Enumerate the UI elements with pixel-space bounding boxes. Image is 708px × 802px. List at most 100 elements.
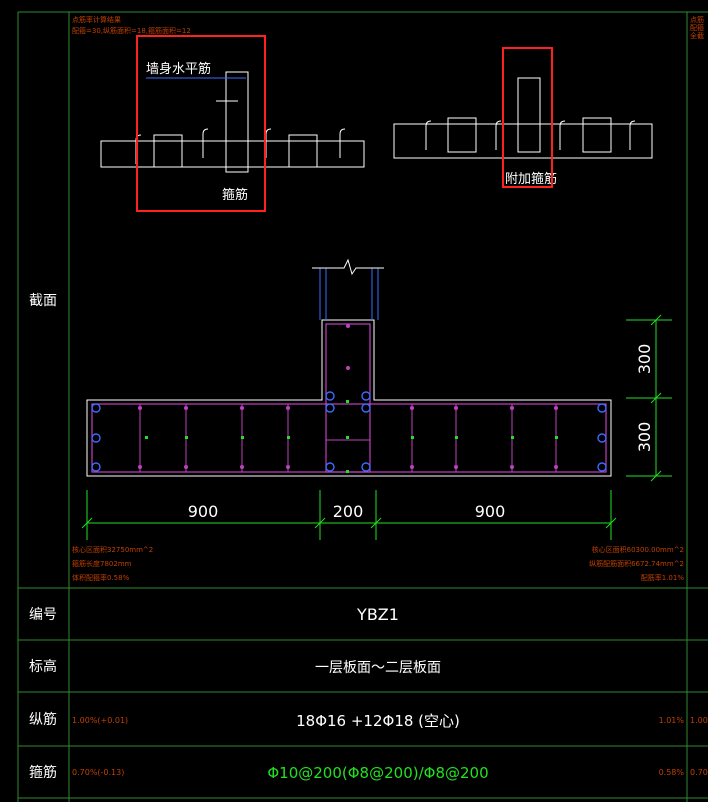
table-grid (17, 11, 708, 802)
stirrup-left-note: 0.70%(-0.13) (72, 768, 124, 777)
rebar-dot (325, 462, 335, 472)
tie-marker (346, 470, 349, 473)
longitudinal-left-note: 1.00%(+0.01) (72, 716, 128, 725)
rebar-small-dot (286, 406, 290, 410)
dim-right-width: 900 (475, 502, 506, 521)
break-line (312, 258, 384, 276)
tie-marker (411, 436, 414, 439)
detail-right-box-2 (582, 117, 612, 153)
detail-right-hook-2 (495, 120, 502, 150)
rebar-dot (91, 403, 101, 413)
note-right-1: 核心区面积60300.00mm^2 (592, 545, 684, 554)
number-label: 编号 (29, 607, 57, 623)
rebar-small-dot (510, 465, 514, 469)
section-label: 截面 (29, 293, 57, 309)
dim-horizontal (81, 490, 617, 540)
note-right-3: 配筋率1.01% (641, 573, 685, 582)
dim-tick-2 (314, 517, 326, 529)
elevation-value: 一层板面～二层板面 (315, 660, 441, 676)
rebar-dot (361, 403, 371, 413)
detail-right-strip (393, 123, 653, 159)
tie-marker (346, 436, 349, 439)
dim-vertical (626, 314, 672, 482)
rebar-small-dot (454, 465, 458, 469)
top-right-note-3: 全截 (690, 31, 704, 40)
rebar-dot (361, 462, 371, 472)
rebar-small-dot (240, 406, 244, 410)
tie-marker (555, 436, 558, 439)
detail-right-hook-1 (425, 120, 432, 150)
stirrup-value: Φ10@200(Φ8@200)/Φ8@200 (267, 764, 488, 782)
rebar-small-dot (346, 366, 350, 370)
rebar-small-dot (138, 406, 142, 410)
highlight-box-left (136, 35, 266, 212)
rebar-small-dot (138, 465, 142, 469)
detail-left-strip (100, 140, 365, 168)
detail-right (393, 77, 653, 159)
dim-tick-4 (605, 517, 617, 529)
rebar-small-dot (410, 406, 414, 410)
top-right-note-1: 点筋 (690, 15, 704, 24)
detail-right-box-1 (447, 117, 477, 153)
detail-right-hook-3 (559, 120, 566, 150)
rebar-small-dot (346, 324, 350, 328)
tie-marker (185, 436, 188, 439)
detail-left-hook-2 (202, 128, 209, 158)
longitudinal-label: 纵筋 (29, 711, 57, 728)
stirrup-label: 箍筋 (29, 764, 57, 781)
rebar-small-dot (184, 406, 188, 410)
rebar-dot (597, 433, 607, 443)
rebar-dot (597, 403, 607, 413)
detail-left-stirrup (225, 71, 249, 173)
dim-tick-v1 (650, 314, 662, 326)
rebar-small-dot (554, 406, 558, 410)
note-left-2: 箍筋长度7802mm (72, 559, 132, 568)
top-right-note-2: 配箍 (690, 23, 704, 32)
tie-marker (455, 436, 458, 439)
rebar-small-dot (410, 465, 414, 469)
rebar-small-dot (454, 406, 458, 410)
rebar-dots (91, 391, 607, 472)
note-left-1: 核心区面积32750mm^2 (72, 545, 153, 554)
dim-middle-width: 200 (333, 502, 364, 521)
tie-marker (346, 400, 349, 403)
note-right-2: 纵筋配筋面积6672.74mm^2 (589, 559, 684, 568)
rebar-small-dot (286, 465, 290, 469)
tie-marker (145, 436, 148, 439)
top-left-note-2: 配箍=30,纵筋面积=18,箍筋面积=12 (72, 26, 191, 35)
rebar-dot (597, 462, 607, 472)
callout-additional-stirrup: 附加箍筋 (505, 171, 557, 187)
detail-left-hook-4 (339, 128, 346, 158)
tie-markers (145, 400, 558, 473)
highlight-box-right (502, 47, 553, 188)
note-left-3: 体积配箍率0.58% (72, 573, 130, 582)
longitudinal-far-right-note: 1.00 (690, 716, 708, 725)
detail-right-stirrup (517, 77, 541, 153)
stirrup-right-note: 0.58% (659, 768, 685, 777)
detail-left-box-1 (153, 134, 183, 168)
callout-wall-horizontal: 墙身水平筋 (146, 61, 211, 77)
longitudinal-right-note: 1.01% (659, 716, 685, 725)
tie-marker (511, 436, 514, 439)
tie-marker (241, 436, 244, 439)
longitudinal-value: 18Φ16 +12Φ18 (空心) (296, 712, 460, 730)
dim-tick-1 (81, 517, 93, 529)
concrete-outline (86, 319, 612, 477)
rebar-dot (361, 391, 371, 401)
dim-tick-v3 (650, 470, 662, 482)
rebar-small-dot (554, 465, 558, 469)
dim-upper-height: 300 (635, 344, 654, 375)
tie-marker (287, 436, 290, 439)
dim-tick-3 (370, 517, 382, 529)
rebar-small-dot (184, 465, 188, 469)
dim-left-width: 900 (188, 502, 219, 521)
detail-right-hook-4 (629, 120, 636, 150)
stirrup-far-right-note: 0.70 (690, 768, 708, 777)
dim-tick-v2 (650, 392, 662, 404)
number-value: YBZ1 (356, 605, 399, 624)
rebar-dot (91, 433, 101, 443)
rebar-small-dot (240, 465, 244, 469)
detail-left-box-2 (288, 134, 318, 168)
